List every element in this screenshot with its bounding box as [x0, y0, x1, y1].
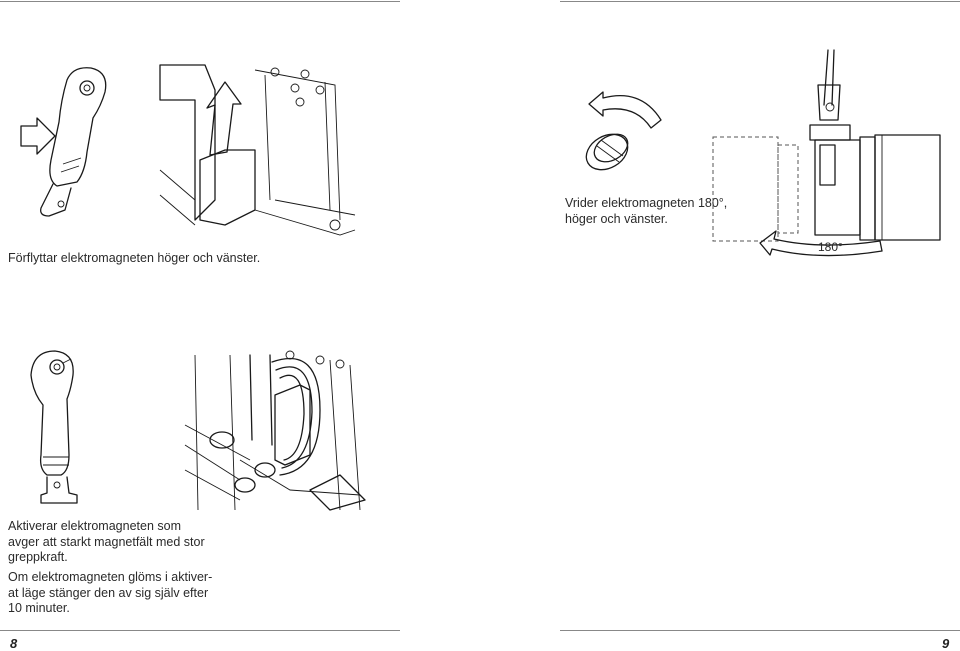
- caption-move: Förflyttar elektromagneten höger och vän…: [8, 251, 261, 265]
- joystick-icon: [40, 67, 107, 217]
- magnet-rotation-illustration: [712, 49, 941, 257]
- caption-forgotten-line-2: at läge stänger den av sig själv efter: [8, 585, 209, 600]
- page-number-left: 8: [10, 636, 18, 651]
- bottom-rule-right: [560, 630, 960, 631]
- caption-forgotten: Om elektromagneten glöms i aktiver- at l…: [8, 570, 212, 617]
- rotate-knob-illustration: [585, 91, 662, 171]
- caption-forgotten-line-1: Om elektromagneten glöms i aktiver-: [8, 570, 213, 584]
- push-arrow-icon: [20, 117, 56, 155]
- caption-activate-line-2: avger att starkt magnetfält med stor: [8, 534, 205, 549]
- joystick-illustration-move: [20, 67, 107, 217]
- caption-activate: Aktiverar elektromagneten som avger att …: [8, 519, 205, 566]
- top-rule-left: [0, 1, 400, 2]
- top-rule-right: [560, 1, 960, 2]
- caption-rotate-line-2: höger och vänster.: [565, 211, 668, 226]
- joystick-icon: [30, 350, 78, 504]
- rotation-label: 180°: [818, 240, 843, 254]
- magnet-activate-illustration: [184, 350, 366, 511]
- caption-activate-line-1: Aktiverar elektromagneten som: [8, 519, 181, 533]
- rotation-arc-arrow-icon: [759, 230, 883, 257]
- knob-icon: [585, 133, 629, 171]
- magnet-shift-arrow-icon: [206, 81, 242, 156]
- caption-rotate: Vrider elektromagneten 180°, höger och v…: [565, 196, 727, 227]
- page-number-right: 9: [942, 636, 950, 651]
- rotate-arrow-icon: [588, 91, 662, 129]
- caption-activate-line-3: greppkraft.: [8, 550, 68, 564]
- bottom-rule-left: [0, 630, 400, 631]
- magnet-shift-illustration: [159, 64, 356, 236]
- joystick-illustration-activate: [30, 350, 78, 504]
- caption-rotate-line-1: Vrider elektromagneten 180°,: [565, 196, 728, 210]
- caption-forgotten-line-3: 10 minuter.: [8, 601, 70, 615]
